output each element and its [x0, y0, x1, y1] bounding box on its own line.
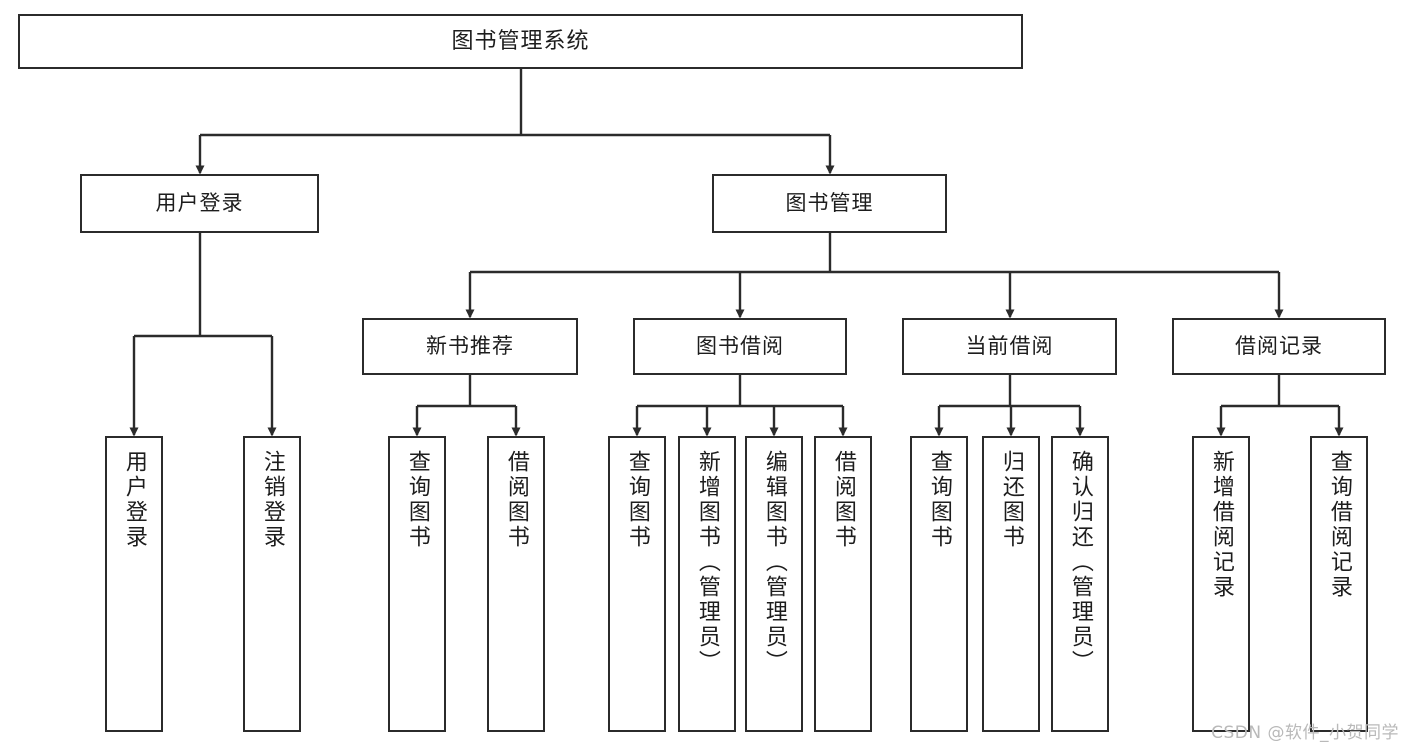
node-label-leaf-rec-query: 查询图书 — [404, 450, 430, 550]
node-label-leaf-brw-query: 查询图书 — [624, 450, 650, 550]
node-label-leaf-user-login: 用户登录 — [121, 450, 147, 550]
node-book-borrow[interactable]: 图书借阅 — [633, 318, 847, 375]
watermark-text: CSDN @软件_小贺同学 — [1211, 723, 1399, 743]
node-leaf-brw-add[interactable]: 新增图书（管理员） — [678, 436, 736, 732]
node-current-borrow[interactable]: 当前借阅 — [902, 318, 1117, 375]
node-label-leaf-rec-borrow: 借阅图书 — [503, 450, 529, 550]
node-label-leaf-brw-add: 新增图书（管理员） — [694, 450, 720, 675]
node-leaf-cur-return[interactable]: 归还图书 — [982, 436, 1040, 732]
node-new-book-rec[interactable]: 新书推荐 — [362, 318, 578, 375]
node-leaf-rec-search[interactable]: 查询借阅记录 — [1310, 436, 1368, 732]
node-label-book-manage: 图书管理 — [785, 191, 874, 216]
node-label-leaf-user-logout: 注销登录 — [259, 450, 285, 550]
node-leaf-brw-query[interactable]: 查询图书 — [608, 436, 666, 732]
node-leaf-brw-borrow[interactable]: 借阅图书 — [814, 436, 872, 732]
node-user-login[interactable]: 用户登录 — [80, 174, 319, 233]
node-label-user-login: 用户登录 — [155, 191, 244, 216]
node-label-leaf-rec-add: 新增借阅记录 — [1208, 450, 1234, 600]
node-leaf-user-login[interactable]: 用户登录 — [105, 436, 163, 732]
node-label-current-borrow: 当前借阅 — [965, 334, 1054, 359]
node-leaf-cur-confirm[interactable]: 确认归还（管理员） — [1051, 436, 1109, 732]
node-leaf-rec-borrow[interactable]: 借阅图书 — [487, 436, 545, 732]
node-leaf-user-logout[interactable]: 注销登录 — [243, 436, 301, 732]
node-leaf-brw-edit[interactable]: 编辑图书（管理员） — [745, 436, 803, 732]
node-label-leaf-cur-query: 查询图书 — [926, 450, 952, 550]
node-label-borrow-record: 借阅记录 — [1235, 334, 1323, 359]
node-label-book-borrow: 图书借阅 — [696, 334, 784, 359]
node-label-leaf-cur-confirm: 确认归还（管理员） — [1067, 450, 1093, 675]
node-borrow-record[interactable]: 借阅记录 — [1172, 318, 1386, 375]
node-label-leaf-rec-search: 查询借阅记录 — [1326, 450, 1352, 600]
node-leaf-rec-query[interactable]: 查询图书 — [388, 436, 446, 732]
node-root[interactable]: 图书管理系统 — [18, 14, 1023, 69]
node-label-leaf-brw-borrow: 借阅图书 — [830, 450, 856, 550]
node-label-leaf-brw-edit: 编辑图书（管理员） — [761, 450, 787, 675]
node-label-root: 图书管理系统 — [451, 28, 590, 54]
node-label-leaf-cur-return: 归还图书 — [998, 450, 1024, 550]
node-label-new-book-rec: 新书推荐 — [426, 334, 514, 359]
node-leaf-rec-add[interactable]: 新增借阅记录 — [1192, 436, 1250, 732]
node-book-manage[interactable]: 图书管理 — [712, 174, 947, 233]
node-leaf-cur-query[interactable]: 查询图书 — [910, 436, 968, 732]
